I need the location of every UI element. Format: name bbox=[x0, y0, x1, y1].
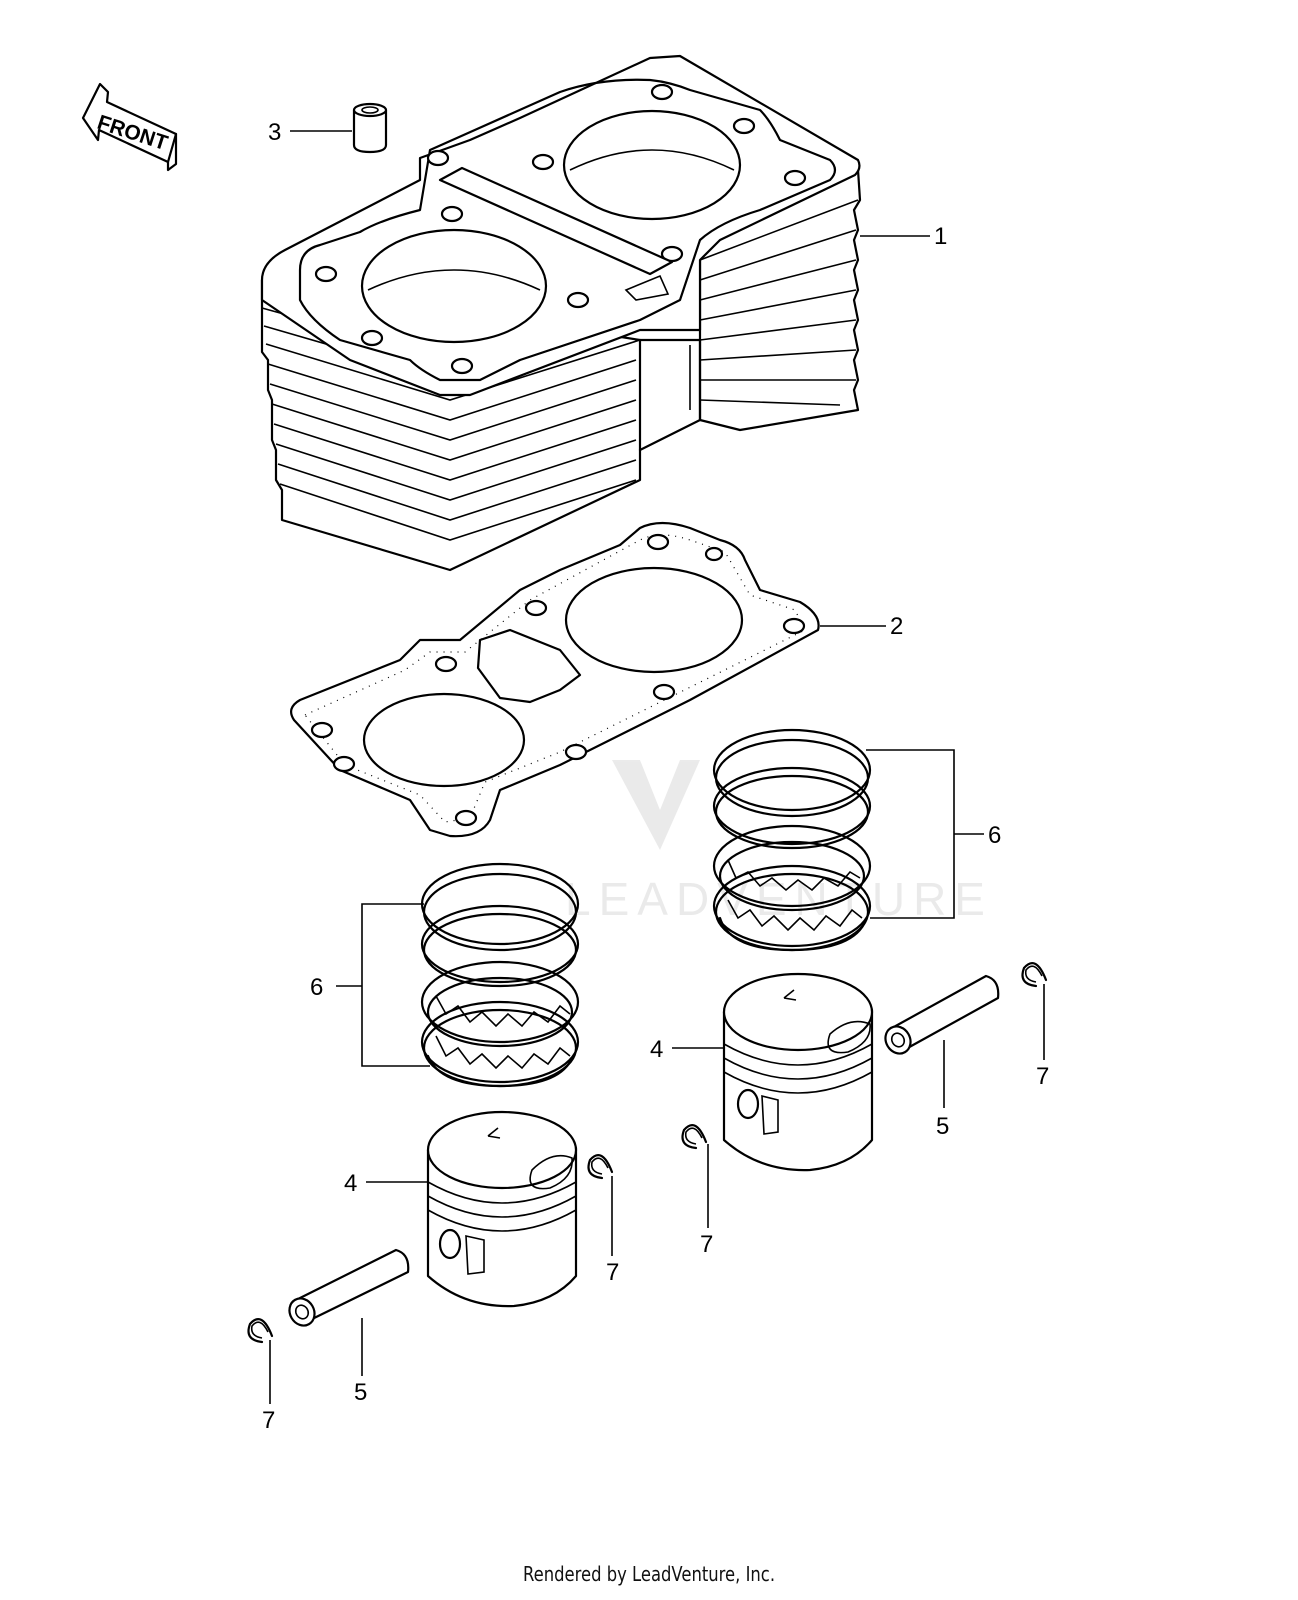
callout-7-a: 7 bbox=[1036, 1063, 1049, 1090]
snap-ring-d-icon bbox=[247, 1318, 274, 1344]
piston-ring-set-left bbox=[420, 862, 580, 1088]
piston-ring-set-right bbox=[712, 728, 872, 952]
callout-1: 1 bbox=[934, 223, 947, 250]
footer-credit: Rendered by LeadVenture, Inc. bbox=[522, 1562, 776, 1586]
cylinder-block bbox=[260, 54, 862, 572]
piston-left bbox=[426, 1110, 578, 1308]
callout-6-left: 6 bbox=[310, 974, 323, 1001]
snap-ring-c-icon bbox=[587, 1154, 614, 1180]
dowel-pin bbox=[352, 102, 388, 154]
callout-3: 3 bbox=[268, 119, 281, 146]
piston-pin-left bbox=[288, 1248, 410, 1327]
callout-labels: 1 2 3 4 4 5 5 6 6 7 7 7 7 bbox=[262, 119, 1049, 1434]
piston-right bbox=[722, 972, 874, 1172]
callout-4-left: 4 bbox=[344, 1170, 357, 1197]
callout-2: 2 bbox=[890, 613, 903, 640]
callout-5-right: 5 bbox=[936, 1113, 949, 1140]
leader-lines bbox=[269, 130, 1045, 1404]
callout-7-b: 7 bbox=[700, 1231, 713, 1258]
snap-ring-a-icon bbox=[1021, 962, 1048, 988]
snap-ring-b-icon bbox=[681, 1124, 708, 1150]
piston-pin-right bbox=[884, 974, 1000, 1055]
callout-7-c: 7 bbox=[606, 1259, 619, 1286]
callout-6-right: 6 bbox=[988, 822, 1001, 849]
front-arrow-icon: FRONT bbox=[81, 82, 178, 172]
callout-4-right: 4 bbox=[650, 1036, 663, 1063]
callout-7-d: 7 bbox=[262, 1407, 275, 1434]
watermark: LEADVENTURE bbox=[565, 760, 985, 925]
base-gasket bbox=[289, 521, 820, 838]
callout-5-left: 5 bbox=[354, 1379, 367, 1406]
